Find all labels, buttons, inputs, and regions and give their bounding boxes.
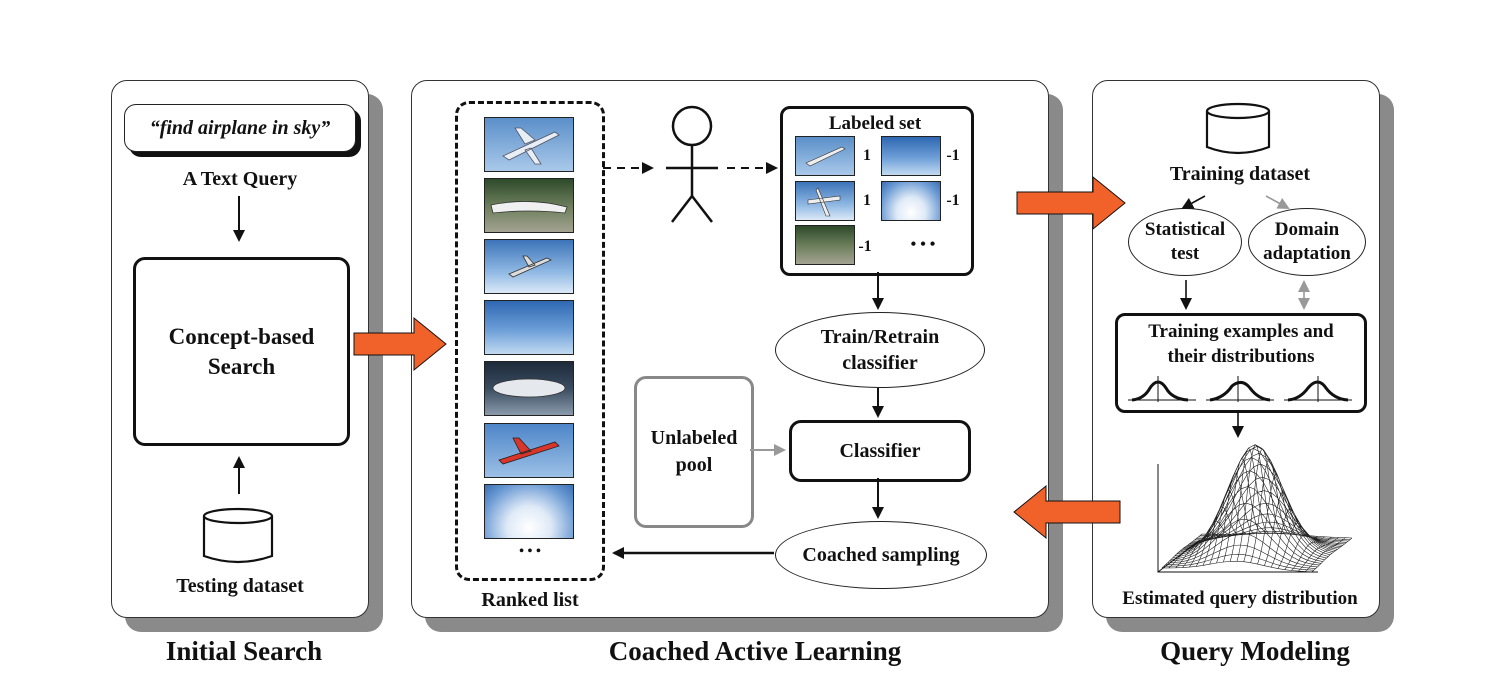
classifier-label: Classifier xyxy=(839,439,921,462)
domain-adaptation-ellipse: Domain adaptation xyxy=(1248,208,1366,276)
ranked-thumb-5 xyxy=(484,361,574,416)
labeled-thumb-1 xyxy=(795,136,855,176)
coached-active-learning-title: Coached Active Learning xyxy=(608,636,902,666)
estimated-distribution-surface-icon xyxy=(1157,444,1353,573)
training-examples-line2: their distributions xyxy=(1167,346,1315,367)
initial-search-title: Initial Search xyxy=(165,636,323,666)
labeled-value-4: -1 xyxy=(946,192,960,209)
query-modeling-arrows xyxy=(1180,195,1310,438)
annotator-person-icon xyxy=(666,105,718,223)
orange-arrow-to-coached-learning xyxy=(1013,484,1121,540)
statistical-line2: test xyxy=(1170,243,1200,264)
training-examples-box: Training examples and their distribution… xyxy=(1115,313,1367,413)
domain-line1: Domain xyxy=(1274,219,1340,240)
labeled-set-title: Labeled set xyxy=(828,113,922,134)
classifier-box: Classifier xyxy=(789,420,971,482)
labeled-thumb-4 xyxy=(881,181,941,221)
orange-arrow-to-ranked-list xyxy=(353,316,447,372)
labeled-value-2: -1 xyxy=(946,147,960,164)
statistical-test-ellipse: Statistical test xyxy=(1128,208,1242,276)
ranked-list-more: • • • xyxy=(519,544,541,559)
text-query-box: “find airplane in sky” xyxy=(124,104,356,152)
unlabeled-pool-box: Unlabeled pool xyxy=(634,376,754,528)
estimated-distribution-caption: Estimated query distribution xyxy=(1122,588,1358,609)
testing-dataset-caption: Testing dataset xyxy=(176,575,304,597)
labeled-thumb-3 xyxy=(795,181,855,221)
labeled-set-more: • • • xyxy=(910,236,936,253)
coached-sampling-ellipse: Coached sampling xyxy=(775,521,987,589)
ranked-thumb-1 xyxy=(484,117,574,172)
concept-based-search-box: Concept-based Search xyxy=(133,257,350,446)
pool-line1: Unlabeled xyxy=(650,427,738,449)
coached-sampling-label: Coached sampling xyxy=(802,543,960,566)
domain-line2: adaptation xyxy=(1263,243,1351,264)
labeled-value-1: 1 xyxy=(863,147,871,164)
query-text: “find airplane in sky” xyxy=(149,116,331,139)
training-dataset-cylinder-icon xyxy=(1205,102,1271,155)
labeled-value-5: -1 xyxy=(858,238,872,255)
query-caption: A Text Query xyxy=(182,168,298,190)
labeled-value-3: 1 xyxy=(863,192,871,209)
labeled-thumb-5 xyxy=(795,225,855,265)
ranked-thumb-2 xyxy=(484,178,574,233)
training-examples-line1: Training examples and xyxy=(1148,321,1334,342)
ranked-thumb-7 xyxy=(484,484,574,539)
coached-arrows xyxy=(603,162,884,559)
ranked-list-box xyxy=(455,101,605,581)
distribution-curves-icon xyxy=(1128,376,1352,402)
train-line2: classifier xyxy=(842,352,918,374)
train-line1: Train/Retrain xyxy=(820,326,940,348)
train-retrain-ellipse: Train/Retrain classifier xyxy=(775,312,985,388)
ranked-thumb-6 xyxy=(484,423,574,478)
ranked-list-caption: Ranked list xyxy=(481,589,579,611)
search-box-line2: Search xyxy=(207,353,276,379)
ranked-thumb-4 xyxy=(484,300,574,355)
statistical-line1: Statistical xyxy=(1144,219,1226,240)
training-dataset-caption: Training dataset xyxy=(1169,163,1311,185)
pool-line2: pool xyxy=(675,454,713,476)
ranked-thumb-3 xyxy=(484,239,574,294)
labeled-thumb-2 xyxy=(881,136,941,176)
search-box-line1: Concept-based xyxy=(168,323,315,349)
query-modeling-title: Query Modeling xyxy=(1160,636,1350,666)
testing-dataset-cylinder-icon xyxy=(202,507,274,564)
orange-arrow-to-query-modeling xyxy=(1016,175,1126,231)
